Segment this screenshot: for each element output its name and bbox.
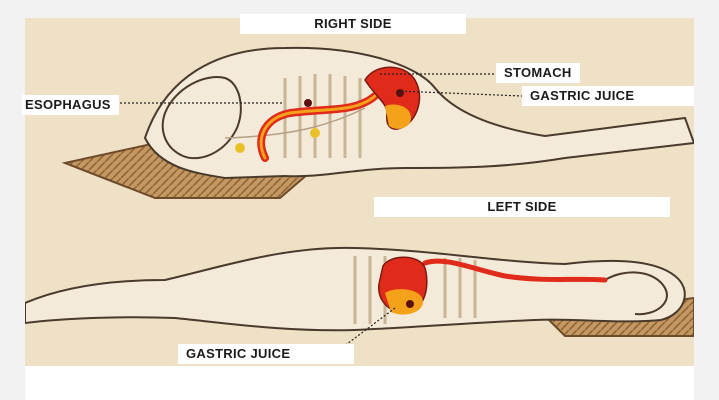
stomach-top	[235, 66, 421, 153]
pointer-lines	[100, 73, 523, 354]
esophagus-top	[257, 92, 379, 162]
sleeping-position-illustration	[25, 18, 694, 366]
stomach-bottom	[378, 256, 428, 315]
esophagus-bottom	[422, 258, 608, 283]
illustration-drawing	[25, 18, 694, 366]
figure-left-side	[25, 246, 686, 332]
